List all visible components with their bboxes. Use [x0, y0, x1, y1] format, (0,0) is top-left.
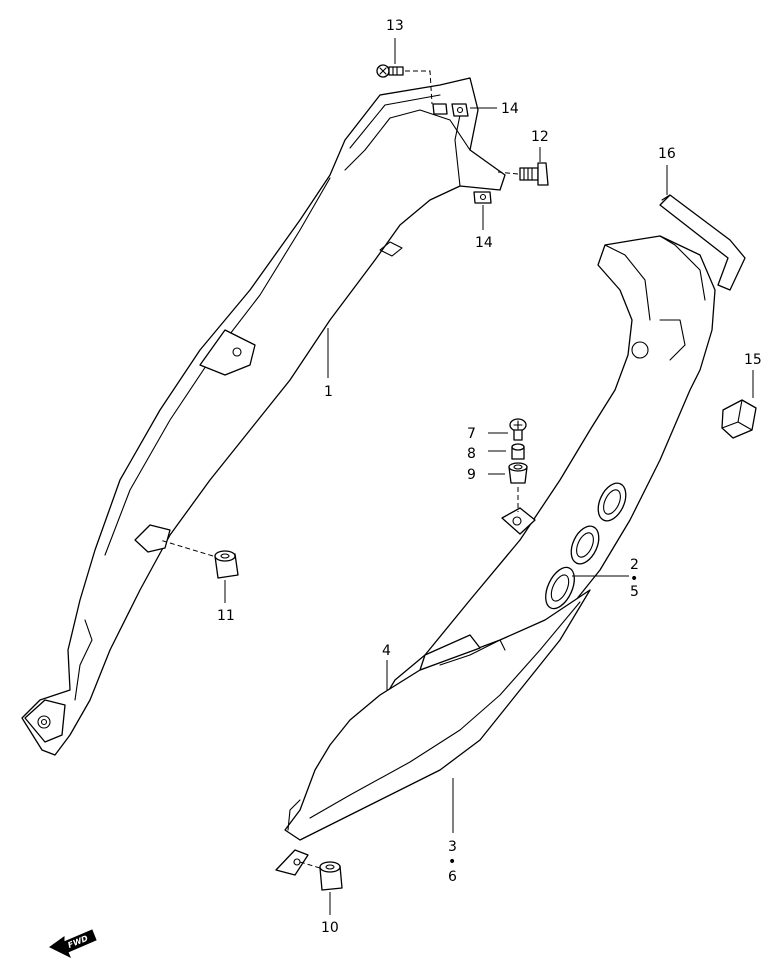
- pad-16: [659, 194, 746, 291]
- callout-1: 1: [324, 384, 333, 400]
- callout-2: 2: [630, 557, 639, 573]
- bolt-12: [519, 162, 549, 186]
- callout-7: 7: [467, 426, 476, 442]
- screw-13: [376, 64, 404, 78]
- callout-4: 4: [382, 643, 391, 659]
- leader-lines: [224, 38, 754, 915]
- clip-nut-14-top: [432, 103, 469, 117]
- callout-15: 15: [744, 352, 762, 368]
- callout-6: 6: [448, 869, 457, 885]
- callout-10: 10: [321, 920, 339, 936]
- leader-13-dash: [405, 70, 433, 105]
- leader-12-dash: [497, 171, 519, 175]
- callout-3: 3: [448, 839, 457, 855]
- callout-5: 5: [630, 584, 639, 600]
- callout-14-top: 14: [501, 101, 519, 117]
- callout-numbers: 13 14 12 16 14 1 15 7 8 9 2 • 5 11 4 3 •…: [217, 18, 762, 936]
- forward-arrow-icon: FWD: [49, 929, 97, 959]
- collar-8: [511, 443, 525, 460]
- callout-separator-3-6: •: [448, 854, 456, 870]
- callout-9: 9: [467, 467, 476, 483]
- lower-cover: [275, 589, 591, 876]
- side-cover-right: [379, 235, 716, 711]
- callout-separator-2-5: •: [630, 571, 638, 587]
- callout-16: 16: [658, 146, 676, 162]
- grommet-11: [214, 550, 239, 579]
- leader-11-dash: [159, 539, 214, 557]
- grommet-9: [508, 462, 528, 484]
- pad-15: [721, 399, 757, 439]
- callout-12: 12: [531, 129, 549, 145]
- screw-7: [509, 418, 527, 441]
- callout-14-bottom: 14: [475, 235, 493, 251]
- frame-cover-left: [21, 77, 506, 756]
- callout-13: 13: [386, 18, 404, 34]
- leader-10-dash: [299, 861, 321, 869]
- callout-11: 11: [217, 608, 235, 624]
- clip-nut-14-bottom: [473, 191, 492, 204]
- grommet-10: [319, 861, 343, 891]
- callout-8: 8: [467, 446, 476, 462]
